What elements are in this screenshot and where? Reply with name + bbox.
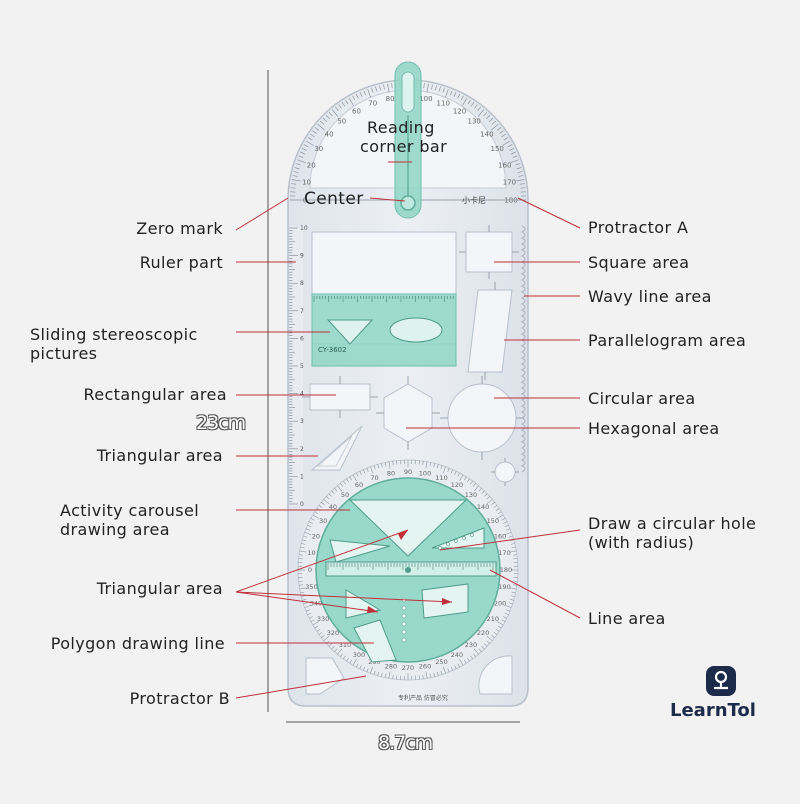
- ruler-number: 5: [300, 363, 304, 370]
- protractor-a-number: 170: [503, 179, 516, 187]
- protractor-b-number: 30: [319, 517, 327, 525]
- protractor-a-number: 30: [314, 145, 323, 153]
- ruler-number: 10: [300, 225, 308, 232]
- protractor-b-number: 240: [451, 651, 463, 659]
- protractor-a-number: 20: [307, 161, 316, 169]
- label-reading-corner-bar-2: corner bar: [360, 137, 447, 156]
- protractor-a-number: 160: [498, 161, 511, 169]
- protractor-b-number: 180: [500, 566, 512, 574]
- protractor-b-number: 170: [498, 549, 510, 557]
- protractor-b-number: 260: [419, 663, 431, 671]
- protractor-b-number: 200: [494, 600, 506, 608]
- protractor-a-number: 140: [480, 130, 493, 138]
- protractor-a-number: 40: [325, 130, 334, 138]
- label-wavy-line-area: Wavy line area: [588, 287, 712, 306]
- protractor-a-number: 150: [491, 145, 504, 153]
- protractor-b-number: 130: [465, 491, 477, 499]
- protractor-a-number: 120: [453, 107, 466, 115]
- label-sliding-pictures-2: pictures: [30, 344, 97, 363]
- protractor-a-number: 130: [468, 118, 481, 126]
- protractor-a-number: 10: [302, 179, 311, 187]
- protractor-b-number: 230: [465, 641, 477, 649]
- protractor-b-number: 210: [487, 615, 499, 623]
- protractor-b-number: 270: [402, 664, 414, 672]
- label-protractor-a: Protractor A: [588, 218, 688, 237]
- label-square-area: Square area: [588, 253, 690, 272]
- height-dimension: 23cm: [196, 412, 245, 434]
- protractor-b-number: 350: [305, 583, 317, 591]
- logo-text: LearnTol: [670, 700, 756, 721]
- protractor-b-number: 320: [327, 629, 339, 637]
- protractor-b-number: 120: [451, 481, 463, 489]
- protractor-b-number: 190: [498, 583, 510, 591]
- center-pivot[interactable]: [401, 196, 415, 210]
- small-circle-hole: [495, 462, 515, 482]
- label-activity-carousel-2: drawing area: [60, 520, 170, 539]
- label-line-area: Line area: [588, 609, 666, 628]
- carousel-center: [405, 567, 411, 573]
- label-circular-area: Circular area: [588, 389, 696, 408]
- label-triangular-area-1: Triangular area: [97, 446, 223, 465]
- protractor-b-number: 330: [317, 615, 329, 623]
- protractor-b-number: 220: [477, 629, 489, 637]
- protractor-b-number: 300: [353, 651, 365, 659]
- label-sliding-pictures-1: Sliding stereoscopic: [30, 325, 198, 344]
- width-dimension: 8.7cm: [378, 732, 432, 754]
- label-circular-hole-1: Draw a circular hole: [588, 514, 756, 533]
- slide-ellipse-cutout: [390, 318, 442, 342]
- patent-footer: 专利产品 仿冒必究: [398, 694, 448, 702]
- protractor-b-number: 140: [477, 503, 489, 511]
- protractor-a-number: 80: [386, 95, 395, 103]
- protractor-b-number: 280: [385, 663, 397, 671]
- label-reading-corner-bar-1: Reading: [367, 118, 435, 137]
- ruler-number: 0: [300, 501, 304, 508]
- label-triangular-area-2: Triangular area: [97, 579, 223, 598]
- ruler-number: 8: [300, 280, 304, 287]
- protractor-b-number: 150: [487, 517, 499, 525]
- protractor-a-number: 50: [337, 118, 346, 126]
- label-parallelogram-area: Parallelogram area: [588, 331, 746, 350]
- small-rectangle-window: [310, 384, 370, 410]
- protractor-a-number: 70: [368, 100, 377, 108]
- ruler-number: 9: [300, 253, 304, 260]
- protractor-b-number: 10: [307, 549, 315, 557]
- protractor-b-number: 80: [387, 469, 395, 477]
- ruler-number: 1: [300, 473, 304, 480]
- protractor-b-number: 160: [494, 532, 506, 540]
- protractor-b-number: 100: [419, 469, 431, 477]
- label-rectangular-area: Rectangular area: [83, 385, 227, 404]
- protractor-b-number: 60: [355, 481, 363, 489]
- label-circular-hole-2: (with radius): [588, 533, 694, 552]
- label-zero-mark: Zero mark: [136, 219, 223, 238]
- label-ruler-part: Ruler part: [140, 253, 223, 272]
- ruler-number: 6: [300, 335, 304, 342]
- ruler-number: 3: [300, 418, 304, 425]
- square-window: [466, 232, 512, 272]
- protractor-a-number: 110: [437, 100, 450, 108]
- protractor-b-number: 90: [404, 468, 412, 476]
- label-activity-carousel-1: Activity carousel: [60, 501, 199, 520]
- protractor-b-number: 20: [312, 532, 320, 540]
- protractor-b-number: 70: [370, 474, 378, 482]
- ruler-number: 7: [300, 308, 304, 315]
- ruler-number: 2: [300, 446, 304, 453]
- model-number: CY-3602: [318, 346, 347, 354]
- carousel-line-strip: [326, 562, 496, 576]
- protractor-b-number: 50: [341, 491, 349, 499]
- protractor-b-number: 110: [435, 474, 447, 482]
- protractor-b-number: 310: [339, 641, 351, 649]
- label-hexagonal-area: Hexagonal area: [588, 419, 720, 438]
- reading-bar-slot: [402, 72, 414, 112]
- label-polygon-drawing-line: Polygon drawing line: [51, 634, 225, 653]
- label-protractor-b: Protractor B: [130, 689, 230, 708]
- label-center: Center: [304, 190, 364, 209]
- circle-window: [448, 384, 516, 452]
- protractor-b-number: 0: [308, 566, 312, 574]
- protractor-a-number: 60: [352, 107, 361, 115]
- protractor-b-number: 250: [435, 658, 447, 666]
- brand-mark: 小卡尼: [462, 195, 486, 205]
